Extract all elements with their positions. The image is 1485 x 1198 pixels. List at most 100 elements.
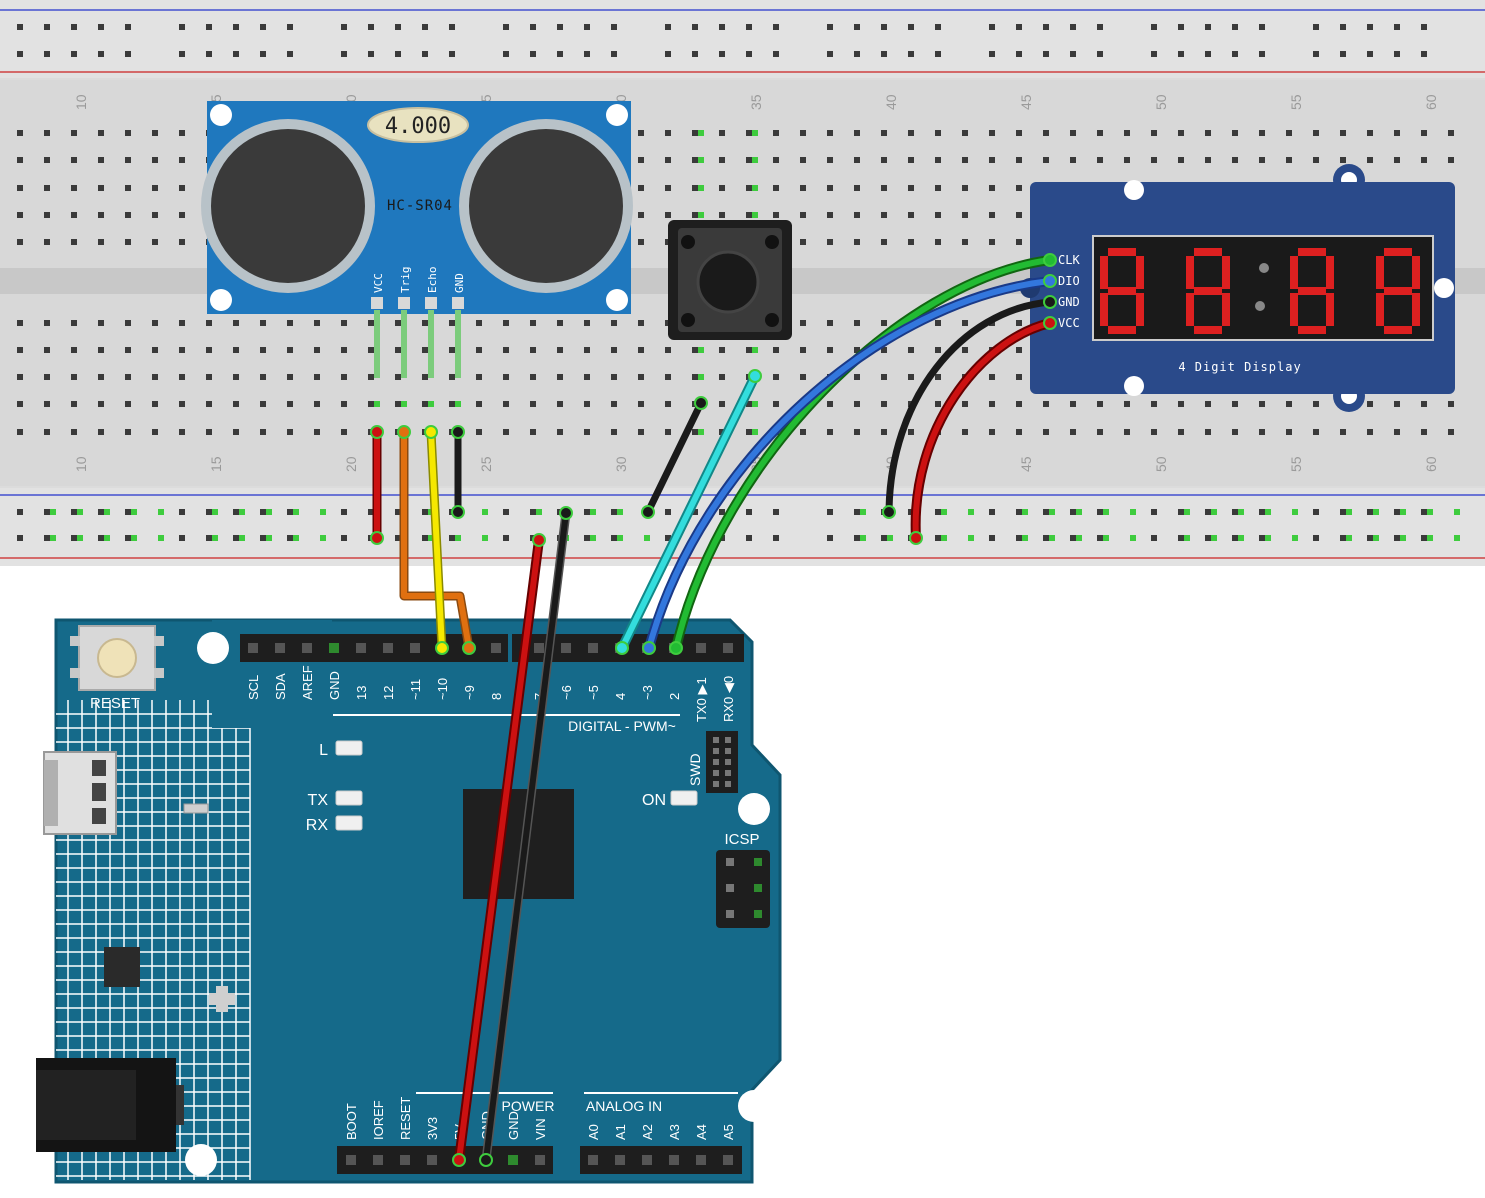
header-pin-label: ~10 (435, 678, 450, 700)
column-number-top: 55 (1288, 94, 1304, 110)
wire-endpoint (452, 1153, 466, 1167)
power-pin[interactable] (508, 1155, 518, 1165)
analog-pin[interactable] (696, 1155, 706, 1165)
header-pin[interactable] (329, 643, 339, 653)
power-pin[interactable] (535, 1155, 545, 1165)
column-number-top: 45 (1018, 94, 1034, 110)
wire-endpoint (748, 369, 762, 383)
wire-endpoint (1043, 253, 1057, 267)
column-number-top: 60 (1423, 94, 1439, 110)
power-pin-label: 3V3 (425, 1117, 440, 1140)
header-pin[interactable] (561, 643, 571, 653)
display-segment (1100, 256, 1108, 289)
push-button[interactable] (668, 220, 792, 340)
display-segment (1412, 256, 1420, 289)
push-button-cap[interactable] (696, 250, 760, 314)
small-chip (104, 947, 140, 987)
power-pin[interactable] (427, 1155, 437, 1165)
column-number-bottom: 15 (208, 456, 224, 472)
power-pin-header (337, 1146, 553, 1174)
power-pin[interactable] (373, 1155, 383, 1165)
wires (372, 255, 1055, 1165)
wire-endpoint (1043, 316, 1057, 330)
wire-endpoint (532, 533, 546, 547)
sensor-pin-vcc: VCC (372, 273, 385, 293)
header-pin[interactable] (696, 643, 706, 653)
header-pin[interactable] (248, 643, 258, 653)
display-segment (1136, 256, 1144, 289)
analog-pin[interactable] (723, 1155, 733, 1165)
led-tx (335, 790, 363, 806)
analog-pin[interactable] (588, 1155, 598, 1165)
header-pin-label: AREF (300, 665, 315, 700)
sensor-transducer-left (201, 119, 375, 293)
power-pin-label: IOREF (371, 1100, 386, 1140)
header-pin[interactable] (410, 643, 420, 653)
display-digits (1100, 248, 1420, 334)
power-pin[interactable] (346, 1155, 356, 1165)
wire-endpoint (1043, 274, 1057, 288)
sensor-pin-gnd: GND (453, 273, 466, 293)
icsp-pin (726, 858, 734, 866)
analog-label: ANALOG IN (586, 1098, 662, 1114)
display-label: 4 Digit Display (1178, 360, 1301, 374)
header-pin[interactable] (491, 643, 501, 653)
wire-sensor-echo (428, 429, 445, 651)
power-pin[interactable] (400, 1155, 410, 1165)
column-number-top: 40 (883, 94, 899, 110)
header-pin-label: GND (327, 671, 342, 700)
display-colon-top (1259, 263, 1269, 273)
power-label: POWER (502, 1098, 555, 1114)
header-pin[interactable] (588, 643, 598, 653)
sensor-reading: 4.000 (385, 114, 451, 139)
column-number-bottom: 30 (613, 456, 629, 472)
icsp-label: ICSP (724, 831, 759, 848)
power-pin-label: VIN (533, 1118, 548, 1140)
header-pin-label: 2 (667, 693, 682, 700)
header-pin-label: ~9 (462, 685, 477, 700)
wire-endpoint (642, 641, 656, 655)
header-pin[interactable] (275, 643, 285, 653)
ultrasonic-sensor: 4.000 HC-SR04 VCC Trig Echo GND (201, 101, 633, 378)
wire-endpoint (882, 505, 896, 519)
led-rx-label: RX (306, 817, 329, 834)
header-pin[interactable] (534, 643, 544, 653)
display-segment (1108, 326, 1136, 334)
reset-button[interactable] (70, 625, 164, 691)
header-pin-label: SCL (246, 675, 261, 700)
icsp-pin (754, 884, 762, 892)
display-segment (1194, 287, 1222, 295)
wire-endpoint (462, 641, 476, 655)
column-number-bottom: 50 (1153, 456, 1169, 472)
analog-pin-label: A4 (694, 1124, 709, 1140)
led-rx (335, 815, 363, 831)
analog-pin[interactable] (615, 1155, 625, 1165)
display-segment (1290, 256, 1298, 289)
usb-c-port[interactable] (43, 751, 117, 835)
analog-pin[interactable] (642, 1155, 652, 1165)
header-pin[interactable] (723, 643, 733, 653)
display-segment (1376, 293, 1384, 326)
header-pin[interactable] (302, 643, 312, 653)
wire-endpoint (451, 425, 465, 439)
sensor-model-label: HC-SR04 (387, 198, 453, 214)
analog-pin-label: A1 (613, 1124, 628, 1140)
wire-endpoint (669, 641, 683, 655)
display-segment (1100, 293, 1108, 326)
display-segment (1108, 287, 1136, 295)
header-pin[interactable] (356, 643, 366, 653)
wire-endpoint (694, 396, 708, 410)
analog-pin[interactable] (669, 1155, 679, 1165)
header-pin[interactable] (383, 643, 393, 653)
header-pin-label: ~11 (408, 679, 423, 700)
display-segment (1298, 326, 1326, 334)
display-segment (1326, 256, 1334, 289)
wire-button-gnd (644, 399, 705, 516)
header-pin-label: 12 (381, 686, 396, 700)
dc-power-jack[interactable] (36, 1058, 184, 1152)
header-pin-label: ~3 (640, 685, 655, 700)
power-pin-label: RESET (398, 1097, 413, 1140)
display-segment (1290, 293, 1298, 326)
display-segment (1186, 293, 1194, 326)
